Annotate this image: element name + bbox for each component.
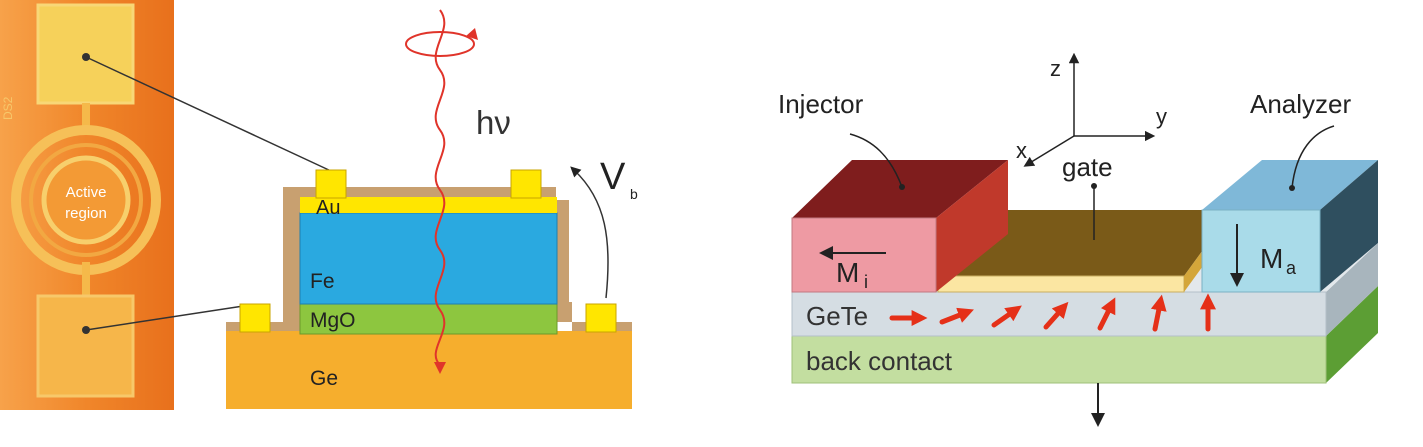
active-region	[41, 155, 131, 245]
fe-label: Fe	[310, 270, 335, 293]
active-region-label-line1: Active	[66, 184, 107, 201]
injector-label: Injector	[778, 89, 864, 119]
photon-wave	[434, 9, 446, 366]
chip-side-text: DS2	[1, 96, 15, 120]
gete-label: GeTe	[806, 301, 868, 331]
fe-layer	[299, 212, 558, 305]
gate-label: gate	[1062, 152, 1113, 182]
analyzer-block: Analyzer M a	[1201, 89, 1378, 293]
spin-arrow	[1043, 301, 1069, 330]
axis-y-label: y	[1156, 104, 1167, 129]
chip-photo: DS2 Active region	[0, 0, 174, 410]
circular-polarization-icon	[405, 31, 475, 57]
injector-magnetization-sub: i	[864, 272, 868, 292]
spin-arrow	[1150, 294, 1167, 332]
analyzer-magnetization-label: M	[1260, 243, 1283, 274]
leader-line-top	[85, 56, 332, 172]
top-contact-left	[315, 169, 347, 199]
au-layer	[300, 197, 557, 213]
device-cross-section: Au Fe MgO Ge	[226, 169, 632, 409]
photon-label: hν	[476, 104, 511, 141]
bias-label: V	[600, 156, 626, 198]
spin-arrow	[1097, 297, 1116, 331]
lower-contact-pad	[36, 294, 135, 398]
bottom-contact-left	[239, 303, 271, 333]
leader-line-bottom	[85, 304, 251, 331]
spin-arrow	[991, 305, 1022, 328]
active-region-label-line2: region	[65, 205, 107, 222]
bottom-contact-right	[585, 303, 617, 333]
gate-electrode: gate	[937, 152, 1232, 293]
au-label: Au	[316, 197, 340, 219]
injector-magnetization-label: M	[836, 257, 859, 288]
top-contact-right	[510, 169, 542, 199]
axis-z-label: z	[1050, 56, 1061, 81]
mgo-label: MgO	[310, 309, 356, 332]
bias-indicator: V b	[570, 156, 638, 299]
back-contact-layer: back contact	[791, 286, 1378, 384]
spin-arrows	[889, 293, 1217, 332]
ge-substrate	[226, 331, 632, 409]
spin-arrow	[939, 307, 974, 325]
injector-block: Injector M i	[778, 89, 1008, 293]
analyzer-label: Analyzer	[1250, 89, 1351, 119]
right-panel: back contact GeTe gate	[778, 52, 1378, 427]
back-contact-label: back contact	[806, 346, 953, 376]
mgo-layer	[299, 303, 558, 335]
photon-beam: hν	[405, 9, 511, 374]
left-panel: DS2 Active region Au	[0, 0, 638, 410]
coordinate-axes: z y x	[1016, 52, 1167, 167]
analyzer-magnetization-sub: a	[1286, 258, 1297, 278]
bias-subscript: b	[630, 186, 638, 202]
ge-label: Ge	[310, 367, 338, 390]
axis-x-label: x	[1016, 138, 1027, 163]
